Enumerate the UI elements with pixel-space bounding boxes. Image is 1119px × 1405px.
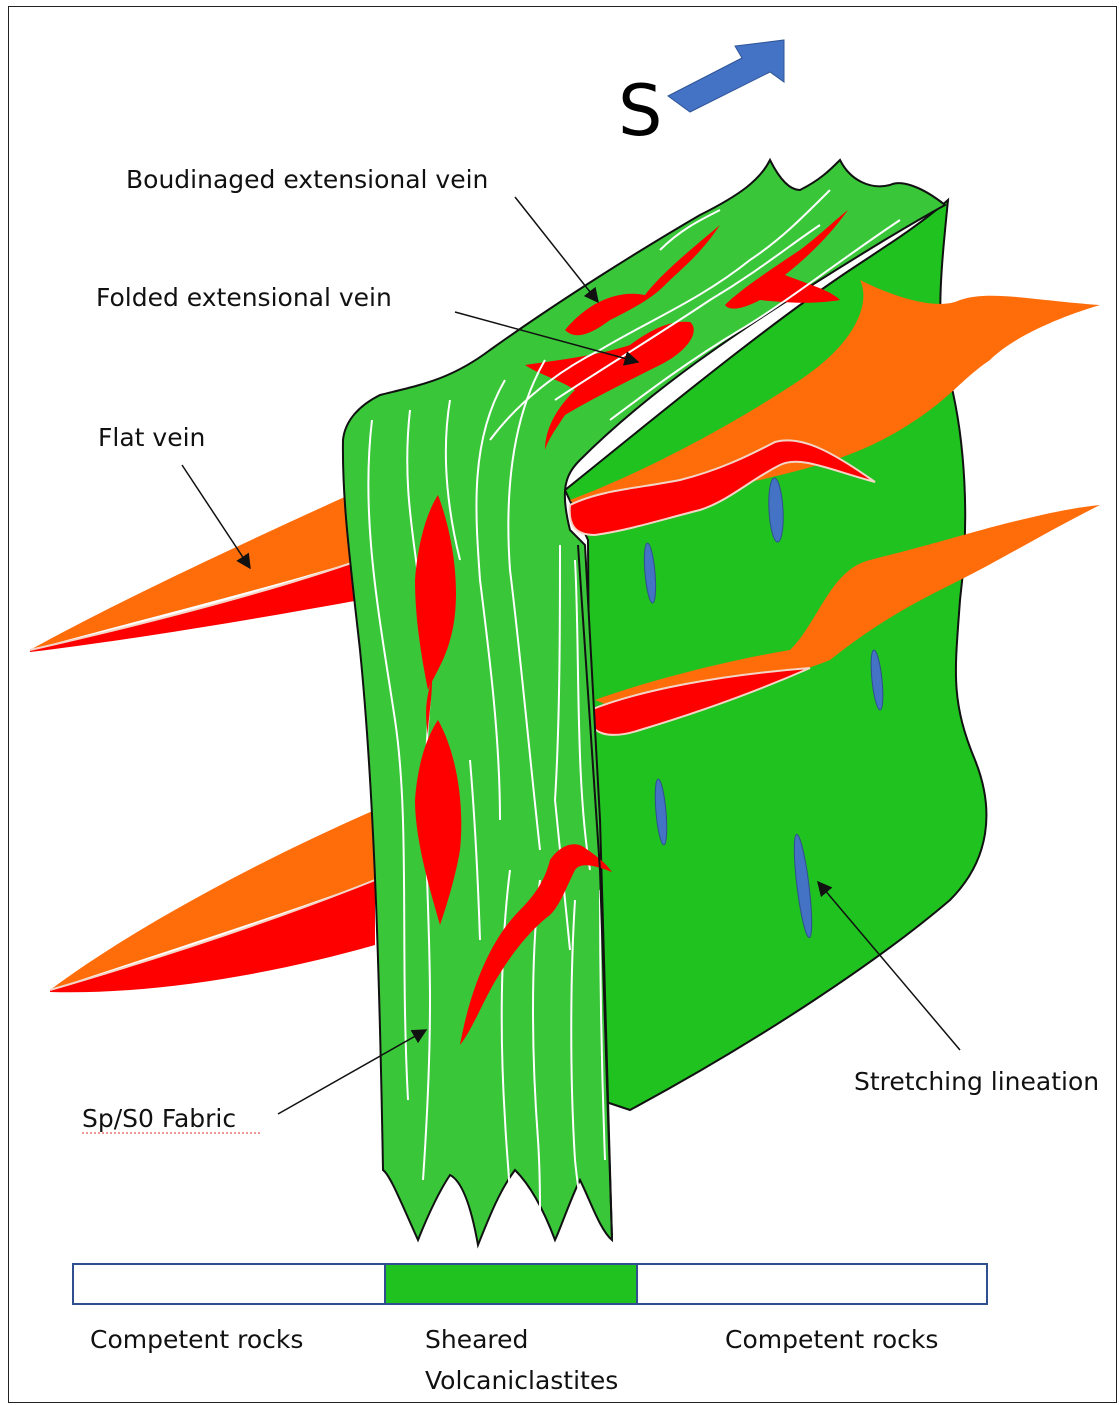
direction-label: S [618,70,662,152]
leader-boudinaged [515,197,598,302]
label-boudinaged-vein: Boudinaged extensional vein [126,165,488,194]
label-folded-vein: Folded extensional vein [96,283,392,312]
legend-bar [73,1264,987,1304]
legend-sheared [385,1264,637,1304]
legend-label-middle-2: Volcaniclastites [425,1366,618,1395]
label-fabric: Sp/S0 Fabric [82,1104,236,1133]
leader-flat [182,465,250,568]
legend-competent-left [73,1264,385,1304]
legend-label-middle-1: Sheared [425,1325,528,1354]
label-flat-vein: Flat vein [98,423,205,452]
direction-arrow-icon [668,40,784,112]
label-stretching-lineation: Stretching lineation [854,1067,1099,1096]
legend-label-right: Competent rocks [725,1325,938,1354]
flat-vein-left-lower [50,810,375,992]
legend-label-left: Competent rocks [90,1325,303,1354]
flat-vein-left-upper [30,490,360,652]
legend-competent-right [637,1264,987,1304]
